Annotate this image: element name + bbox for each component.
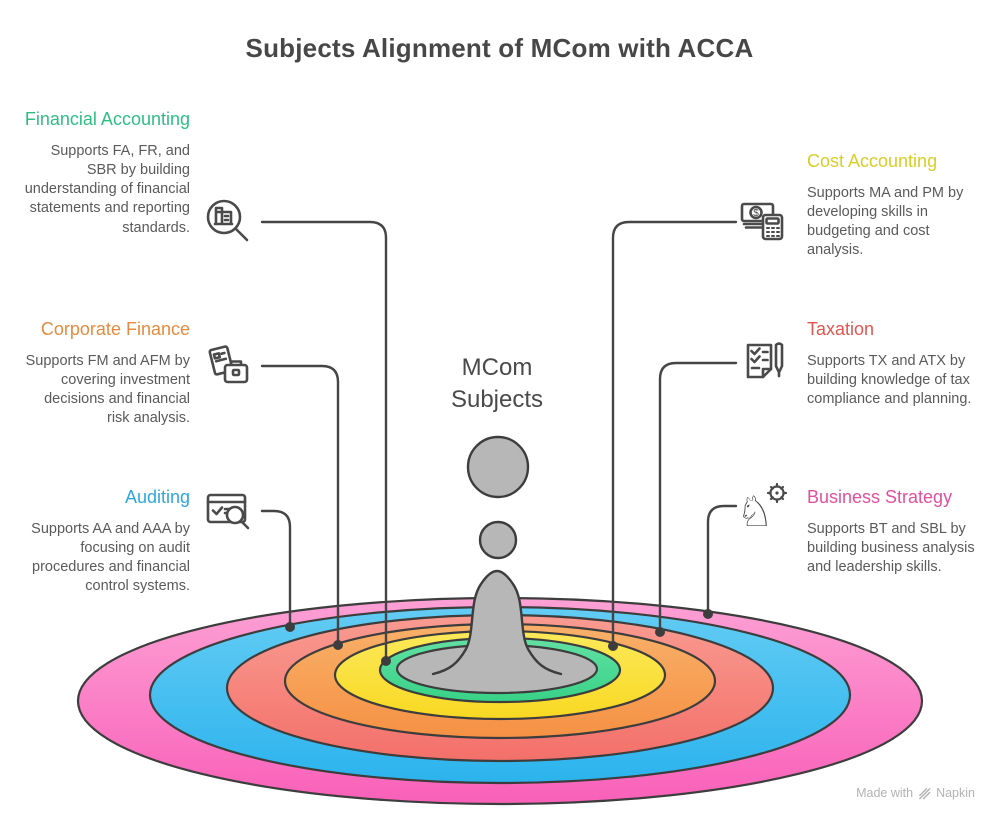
connector-endpoint-dots: [285, 609, 713, 666]
section-cost-accounting: Cost Accounting Supports MA and PM by de…: [807, 150, 979, 261]
document-magnifier-icon: [202, 196, 254, 248]
section-title: Taxation: [807, 319, 875, 339]
section-title: Corporate Finance: [40, 319, 190, 339]
endpoint-dot-corporate-finance: [333, 640, 343, 650]
section-title: Financial Accounting: [24, 109, 190, 129]
tax-checklist-pen-icon: [738, 338, 790, 390]
droplet-large: [466, 435, 530, 499]
section-title: Cost Accounting: [807, 151, 938, 171]
droplet-small: [478, 520, 518, 560]
watermark-prefix: Made with: [856, 786, 914, 800]
documents-briefcase-icon: [202, 341, 254, 393]
svg-text:♘: ♘: [737, 487, 774, 534]
section-description: Supports TX and ATX by building knowledg…: [807, 353, 972, 408]
splash-column: [431, 569, 563, 684]
banknote-calculator-icon: $: [737, 193, 789, 245]
section-title: Business Strategy: [807, 487, 953, 507]
connector-lines: [260, 220, 738, 659]
svg-text:$: $: [753, 208, 759, 219]
connector-business-strategy: [706, 504, 738, 612]
section-title: Auditing: [124, 487, 190, 507]
napkin-logo-icon: [919, 787, 931, 799]
connector-auditing: [260, 509, 292, 625]
endpoint-dot-auditing: [285, 622, 295, 632]
section-description: Supports AA and AAA by focusing on audit…: [31, 521, 190, 595]
section-auditing: Auditing Supports AA and AAA by focusing…: [22, 486, 190, 597]
section-description: Supports BT and SBL by building business…: [807, 521, 975, 576]
section-corporate-finance: Corporate Finance Supports FM and AFM by…: [22, 318, 190, 429]
watermark-brand: Napkin: [936, 786, 975, 800]
endpoint-dot-financial-accounting: [381, 656, 391, 666]
endpoint-dot-taxation: [655, 627, 665, 637]
connector-taxation: [658, 361, 738, 630]
audit-window-magnifier-icon: [202, 486, 254, 538]
section-description: Supports FA, FR, and SBR by building und…: [24, 143, 190, 236]
watermark: Made with Napkin: [856, 786, 975, 800]
ripple-rings: [76, 596, 924, 806]
center-label: MCom Subjects: [450, 354, 544, 414]
endpoint-dot-cost-accounting: [608, 641, 618, 651]
section-financial-accounting: Financial Accounting Supports FA, FR, an…: [22, 108, 190, 238]
section-taxation: Taxation Supports TX and ATX by building…: [807, 318, 979, 409]
section-description: Supports MA and PM by developing skills …: [807, 185, 964, 259]
section-description: Supports FM and AFM by covering investme…: [25, 353, 190, 427]
connector-corporate-finance: [260, 364, 340, 643]
page-title: Subjects Alignment of MCom with ACCA: [245, 33, 754, 63]
endpoint-dot-business-strategy: [703, 609, 713, 619]
chess-knight-gear-icon: ♘: [736, 482, 789, 536]
connector-cost-accounting: [611, 220, 738, 644]
connector-financial-accounting: [260, 220, 388, 659]
section-business-strategy: Business Strategy Supports BT and SBL by…: [807, 486, 979, 577]
